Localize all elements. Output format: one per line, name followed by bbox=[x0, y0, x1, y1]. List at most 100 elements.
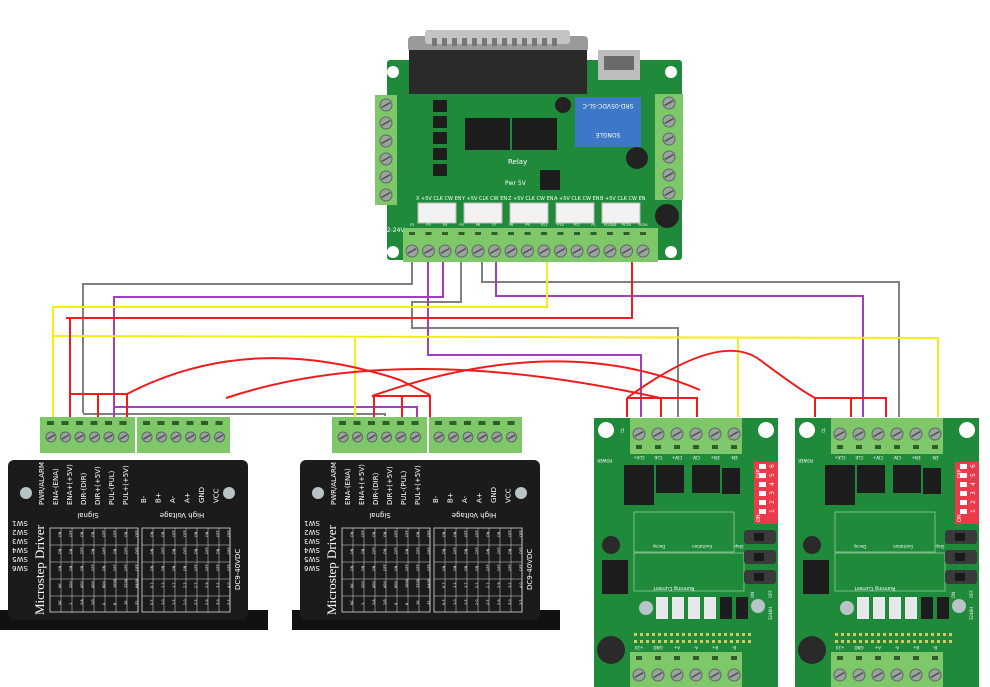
terminal-screw[interactable] bbox=[871, 668, 885, 682]
terminal-screw[interactable] bbox=[214, 431, 225, 443]
terminal-screw[interactable] bbox=[199, 431, 211, 443]
terminal-screw[interactable] bbox=[632, 427, 646, 441]
terminal-screw[interactable] bbox=[352, 431, 363, 443]
terminal-screw[interactable] bbox=[670, 427, 684, 441]
output-terminal-block[interactable] bbox=[831, 652, 943, 687]
terminal-screw[interactable] bbox=[662, 150, 676, 164]
terminal-screw[interactable] bbox=[689, 427, 703, 441]
terminal-screw[interactable] bbox=[471, 244, 485, 258]
terminal-screw[interactable] bbox=[506, 431, 517, 443]
axis-header-b[interactable]: B +5V CLK CW EN bbox=[600, 196, 646, 224]
dip-toggle[interactable] bbox=[960, 482, 967, 487]
dip-toggle[interactable] bbox=[960, 500, 967, 505]
terminal-screw[interactable] bbox=[871, 427, 885, 441]
terminal-screw[interactable] bbox=[662, 168, 676, 182]
signal-terminal-block[interactable] bbox=[332, 417, 427, 453]
dip-toggle[interactable] bbox=[759, 482, 766, 487]
power-terminal-block[interactable] bbox=[137, 417, 230, 453]
dip-toggle[interactable] bbox=[759, 509, 766, 514]
terminal-screw[interactable] bbox=[45, 431, 57, 443]
terminal-screw[interactable] bbox=[852, 668, 866, 682]
terminal-screw[interactable] bbox=[410, 431, 421, 443]
terminal-screw[interactable] bbox=[636, 244, 650, 258]
terminal-screw[interactable] bbox=[156, 431, 167, 443]
terminal-screw[interactable] bbox=[521, 244, 534, 258]
terminal-screw[interactable] bbox=[491, 431, 503, 443]
terminal-screw[interactable] bbox=[379, 134, 393, 148]
terminal-screw[interactable] bbox=[488, 244, 501, 258]
slide-switch[interactable] bbox=[945, 530, 977, 544]
terminal-screw[interactable] bbox=[570, 244, 584, 258]
terminal-screw[interactable] bbox=[537, 244, 551, 258]
terminal-screw[interactable] bbox=[366, 431, 378, 443]
signal-terminal-block[interactable] bbox=[40, 417, 135, 453]
axis-header-a[interactable]: A +5V CLK CW EN bbox=[554, 196, 600, 224]
terminal-screw[interactable] bbox=[185, 431, 196, 443]
dip-toggle[interactable] bbox=[759, 500, 766, 505]
terminal-screw[interactable] bbox=[89, 431, 100, 443]
terminal-screw[interactable] bbox=[708, 668, 722, 682]
terminal-screw[interactable] bbox=[118, 431, 129, 443]
terminal-screw[interactable] bbox=[462, 431, 474, 443]
terminal-screw[interactable] bbox=[422, 244, 435, 258]
terminal-screw[interactable] bbox=[852, 427, 866, 441]
slide-switch[interactable] bbox=[744, 530, 776, 544]
terminal-screw[interactable] bbox=[670, 668, 684, 682]
input-terminal-block[interactable] bbox=[831, 418, 943, 454]
terminal-screw[interactable] bbox=[833, 668, 847, 682]
terminal-screw[interactable] bbox=[833, 427, 847, 441]
axis-header-z[interactable]: Z +5V CLK CW EN bbox=[508, 196, 554, 224]
terminal-screw[interactable] bbox=[727, 668, 741, 682]
input-terminal-block[interactable] bbox=[630, 418, 742, 454]
terminal-screw[interactable] bbox=[379, 188, 393, 202]
slide-switch[interactable] bbox=[744, 570, 776, 584]
output-terminal-block[interactable] bbox=[630, 652, 742, 687]
terminal-screw[interactable] bbox=[337, 431, 349, 443]
usb-port[interactable] bbox=[598, 50, 640, 80]
terminal-screw[interactable] bbox=[662, 114, 676, 128]
terminal-screw[interactable] bbox=[103, 431, 115, 443]
axis-header-y[interactable]: Y +5V CLK CW EN bbox=[461, 196, 507, 224]
terminal-screw[interactable] bbox=[554, 244, 567, 258]
terminal-screw[interactable] bbox=[909, 668, 923, 682]
terminal-screw[interactable] bbox=[395, 431, 407, 443]
terminal-screw[interactable] bbox=[438, 244, 452, 258]
slide-switch[interactable] bbox=[744, 550, 776, 564]
terminal-screw[interactable] bbox=[689, 668, 703, 682]
terminal-screw[interactable] bbox=[632, 668, 646, 682]
terminal-screw[interactable] bbox=[405, 244, 419, 258]
dip-toggle[interactable] bbox=[960, 509, 967, 514]
dip-toggle[interactable] bbox=[759, 473, 766, 478]
dip-toggle[interactable] bbox=[960, 473, 967, 478]
left-terminal-block[interactable] bbox=[375, 95, 397, 205]
terminal-screw[interactable] bbox=[455, 244, 468, 258]
terminal-screw[interactable] bbox=[379, 170, 393, 184]
terminal-screw[interactable] bbox=[928, 668, 942, 682]
terminal-screw[interactable] bbox=[890, 668, 904, 682]
slide-switch[interactable] bbox=[945, 550, 977, 564]
terminal-screw[interactable] bbox=[651, 427, 665, 441]
terminal-screw[interactable] bbox=[909, 427, 923, 441]
terminal-screw[interactable] bbox=[662, 132, 676, 146]
terminal-screw[interactable] bbox=[708, 427, 722, 441]
axis-header-x[interactable]: X +5V CLK CW EN bbox=[416, 196, 462, 224]
db25-parallel-port[interactable] bbox=[408, 30, 588, 94]
terminal-screw[interactable] bbox=[74, 431, 86, 443]
terminal-screw[interactable] bbox=[433, 431, 445, 443]
dip-toggle[interactable] bbox=[759, 491, 766, 496]
terminal-screw[interactable] bbox=[603, 244, 617, 258]
terminal-screw[interactable] bbox=[662, 186, 676, 200]
terminal-screw[interactable] bbox=[448, 431, 459, 443]
dip-toggle[interactable] bbox=[960, 491, 967, 496]
right-terminal-block[interactable] bbox=[655, 94, 683, 200]
dip-toggle[interactable] bbox=[960, 464, 967, 469]
terminal-screw[interactable] bbox=[662, 96, 676, 110]
terminal-screw[interactable] bbox=[170, 431, 182, 443]
terminal-screw[interactable] bbox=[620, 244, 633, 258]
dip-toggle[interactable] bbox=[759, 464, 766, 469]
terminal-screw[interactable] bbox=[587, 244, 600, 258]
terminal-screw[interactable] bbox=[381, 431, 392, 443]
